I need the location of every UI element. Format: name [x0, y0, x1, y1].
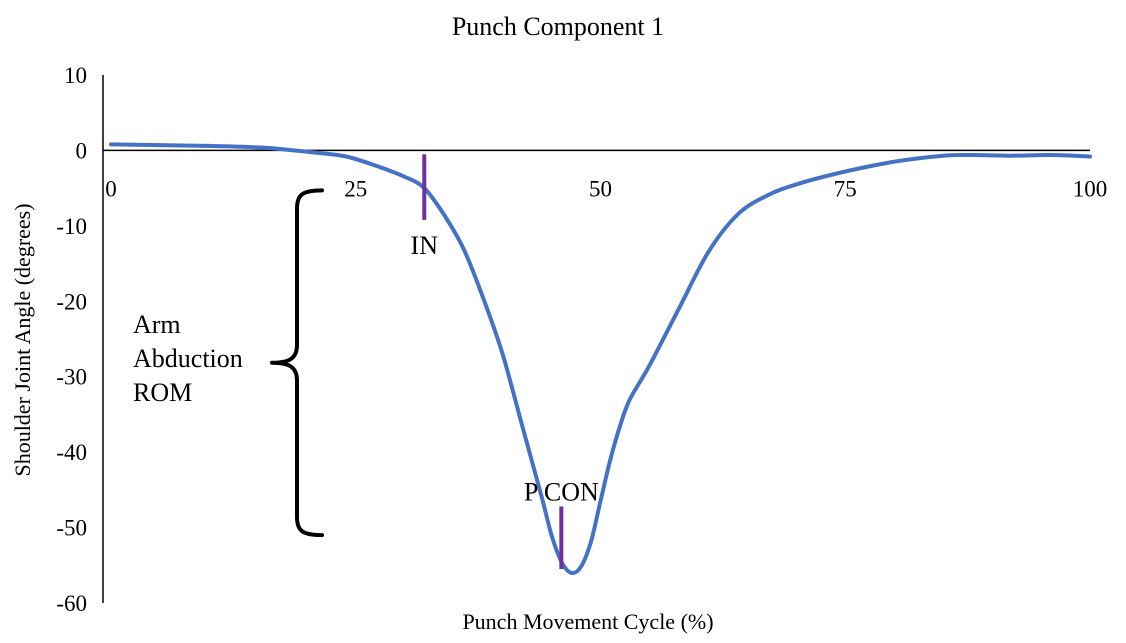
y-tick-label: 10	[64, 63, 87, 88]
rom-label-line: Abduction	[133, 344, 243, 373]
y-tick-label: -40	[56, 440, 87, 465]
y-tick-label: -30	[56, 365, 87, 390]
event-marker-label: IN	[411, 231, 439, 260]
rom-label: Arm Abduction ROM	[133, 310, 249, 407]
x-tick-label: 75	[834, 176, 857, 201]
y-tick-label: -10	[56, 214, 87, 239]
x-tick-label: 25	[344, 176, 367, 201]
event-markers: IN P CON	[411, 154, 599, 570]
y-tick-label: -20	[56, 289, 87, 314]
y-tick-label: -60	[56, 591, 87, 616]
x-axis-ticks: 0 25 50 75 100	[105, 176, 1107, 201]
x-tick-label: 0	[105, 176, 117, 201]
x-tick-label: 100	[1073, 176, 1108, 201]
rom-bracket	[270, 188, 324, 538]
y-tick-label: -50	[56, 516, 87, 541]
y-tick-label: 0	[76, 138, 88, 163]
chart-title: Punch Component 1	[452, 12, 664, 41]
y-axis-ticks: 10 0 -10 -20 -30 -40 -50 -60	[56, 63, 87, 616]
series-line	[109, 142, 1092, 576]
y-axis-title: Shoulder Joint Angle (degrees)	[10, 203, 35, 476]
event-marker-label: P CON	[524, 477, 599, 506]
rom-label-line: ROM	[133, 378, 192, 407]
x-tick-label: 50	[589, 176, 612, 201]
x-axis-title: Punch Movement Cycle (%)	[462, 609, 713, 634]
rom-label-line: Arm	[133, 310, 181, 339]
